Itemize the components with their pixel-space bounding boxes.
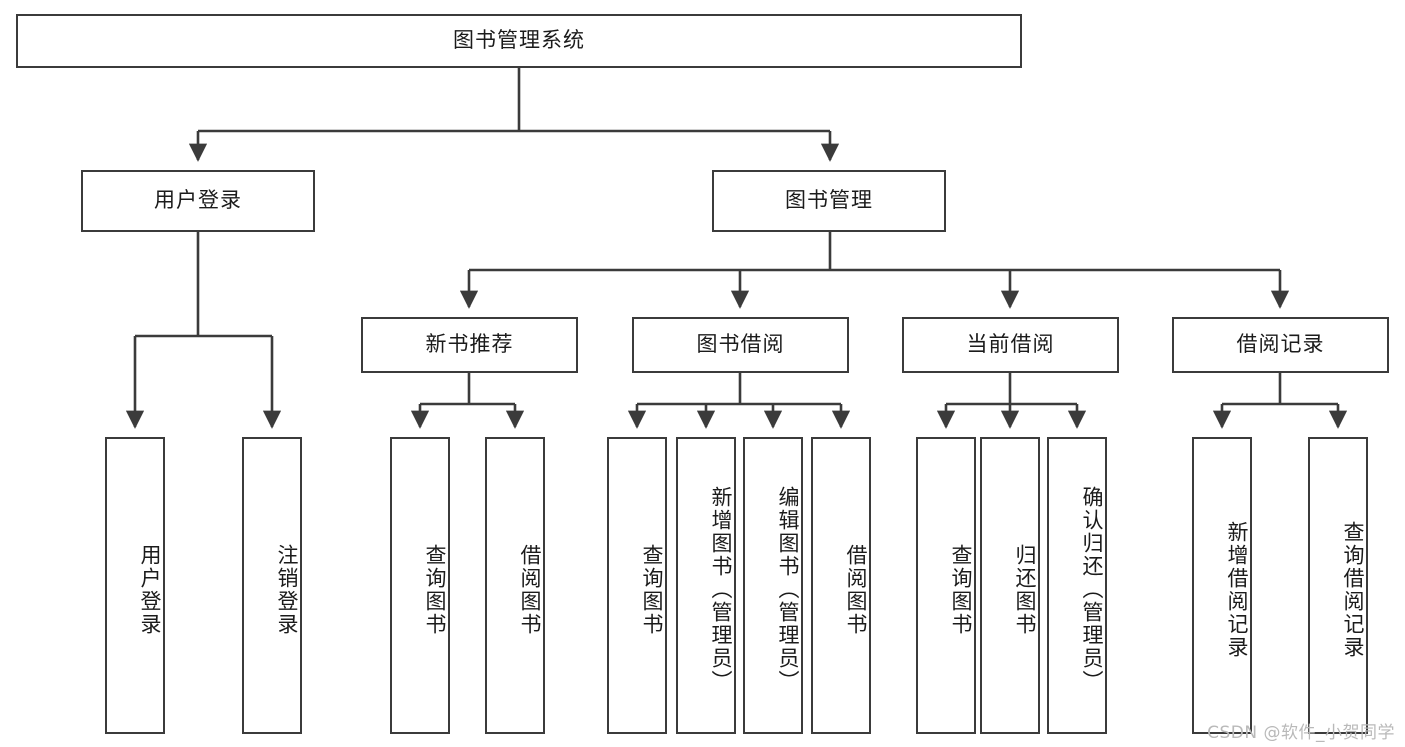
node-borrow-record-label: 借阅记录	[1236, 332, 1325, 357]
leaf-label: 查询图书	[949, 543, 973, 636]
leaf-label: 借阅图书	[518, 543, 542, 636]
leaf-borrow-record-add[interactable]: 新增借阅记录	[1192, 437, 1252, 734]
leaf-current-borrow-confirm[interactable]: 确认归还（管理员）	[1047, 437, 1107, 734]
leaf-new-book-borrow[interactable]: 借阅图书	[485, 437, 545, 734]
leaf-current-borrow-query[interactable]: 查询图书	[916, 437, 976, 734]
leaf-book-borrow-borrow[interactable]: 借阅图书	[811, 437, 871, 734]
leaf-label: 用户登录	[138, 543, 162, 636]
csdn-watermark: CSDN @软件_小贺同学	[1207, 723, 1395, 743]
leaf-label: 归还图书	[1013, 543, 1037, 636]
node-book-management-label: 图书管理	[785, 188, 873, 213]
leaf-book-borrow-query[interactable]: 查询图书	[607, 437, 667, 734]
leaf-borrow-record-query[interactable]: 查询借阅记录	[1308, 437, 1368, 734]
leaf-label: 新增借阅记录	[1225, 520, 1249, 659]
leaf-book-borrow-edit[interactable]: 编辑图书（管理员）	[743, 437, 803, 734]
leaf-book-borrow-add[interactable]: 新增图书（管理员）	[676, 437, 736, 734]
node-book-borrow[interactable]: 图书借阅	[632, 317, 849, 373]
node-book-borrow-label: 图书借阅	[696, 332, 785, 357]
node-root-label: 图书管理系统	[453, 28, 585, 53]
leaf-label: 查询图书	[640, 543, 664, 636]
node-user-login[interactable]: 用户登录	[81, 170, 315, 232]
node-current-borrow[interactable]: 当前借阅	[902, 317, 1119, 373]
node-root[interactable]: 图书管理系统	[16, 14, 1022, 68]
leaf-current-borrow-return[interactable]: 归还图书	[980, 437, 1040, 734]
node-new-book-recommend-label: 新书推荐	[425, 332, 514, 357]
node-borrow-record[interactable]: 借阅记录	[1172, 317, 1389, 373]
node-current-borrow-label: 当前借阅	[966, 332, 1055, 357]
leaf-user-login-logout[interactable]: 注销登录	[242, 437, 302, 734]
leaf-label: 确认归还（管理员）	[1080, 486, 1104, 693]
leaf-label: 查询借阅记录	[1341, 520, 1365, 659]
leaf-label: 新增图书（管理员）	[709, 486, 733, 693]
node-user-login-label: 用户登录	[154, 188, 242, 213]
leaf-new-book-query[interactable]: 查询图书	[390, 437, 450, 734]
leaf-label: 编辑图书（管理员）	[776, 486, 800, 693]
leaf-label: 借阅图书	[844, 543, 868, 636]
leaf-label: 查询图书	[423, 543, 447, 636]
leaf-user-login-login[interactable]: 用户登录	[105, 437, 165, 734]
node-book-management[interactable]: 图书管理	[712, 170, 946, 232]
leaf-label: 注销登录	[275, 543, 299, 636]
node-new-book-recommend[interactable]: 新书推荐	[361, 317, 578, 373]
